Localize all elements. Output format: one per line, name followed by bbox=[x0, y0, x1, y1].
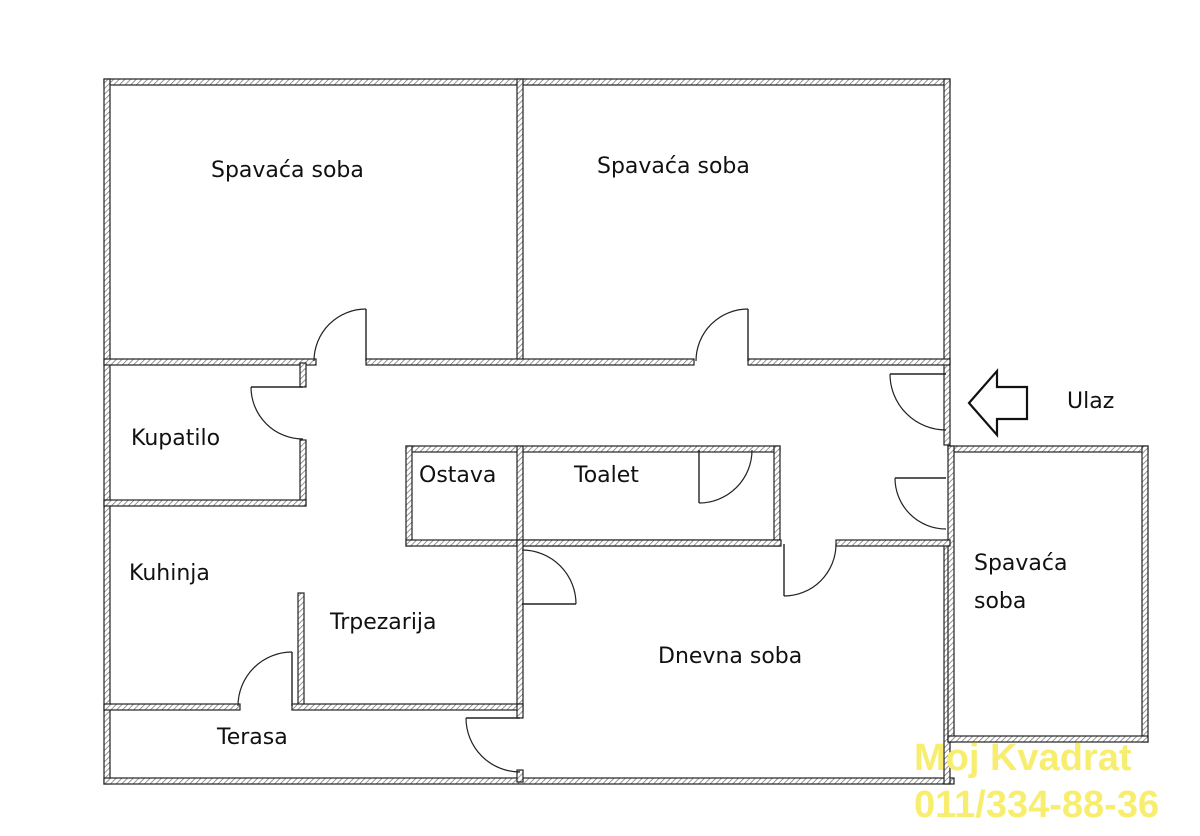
wall-bathroom-right bbox=[299, 362, 307, 388]
door-toilet bbox=[698, 449, 753, 504]
wall-terrace-right-lower bbox=[516, 769, 524, 783]
wall-terrace-top-left bbox=[103, 703, 241, 711]
wall-core-right bbox=[773, 445, 781, 547]
wall-core-left bbox=[405, 445, 413, 547]
wall-living-left bbox=[516, 539, 524, 711]
door-living-left bbox=[521, 549, 577, 605]
watermark-phone: 011/334-88-36 bbox=[914, 784, 1159, 826]
doors bbox=[237, 308, 947, 773]
wall-terrace-top-right bbox=[291, 703, 523, 711]
wall-bathroom-right-lower bbox=[299, 439, 307, 507]
room-label-toilet: Toalet bbox=[573, 463, 639, 488]
door-terrace-kitchen bbox=[237, 651, 293, 707]
wall-kitchen-dining bbox=[297, 592, 305, 710]
arrow-left-icon bbox=[967, 368, 1029, 438]
wall-bedrooms-bottom-left bbox=[103, 358, 317, 366]
room-label-storage: Ostava bbox=[419, 463, 496, 488]
room-label-bedroom-3-line1: Spavaća bbox=[974, 551, 1068, 576]
door-right-bedroom bbox=[894, 477, 947, 530]
door-living-top bbox=[783, 543, 837, 597]
wall-annex-bottom bbox=[947, 735, 1149, 743]
wall-outer-bottom bbox=[103, 777, 955, 785]
door-terrace-right bbox=[465, 717, 521, 773]
entrance-label: Ulaz bbox=[1067, 389, 1114, 414]
wall-bathroom-bottom bbox=[103, 499, 307, 507]
wall-core-divider bbox=[516, 445, 524, 547]
door-bathroom bbox=[250, 386, 304, 440]
wall-terrace-right bbox=[516, 703, 524, 719]
wall-annex-right bbox=[1141, 445, 1149, 743]
room-label-living: Dnevna soba bbox=[658, 644, 802, 669]
wall-core-top bbox=[405, 445, 781, 453]
wall-outer-top bbox=[103, 78, 951, 86]
door-bedroom-1 bbox=[313, 308, 367, 362]
room-label-bathroom: Kupatilo bbox=[131, 426, 220, 451]
wall-outer-left bbox=[103, 78, 111, 785]
wall-bedroom-divider bbox=[516, 78, 524, 366]
wall-outer-right-upper bbox=[943, 78, 951, 446]
watermark-name: Moj Kvadrat bbox=[914, 737, 1132, 779]
room-label-dining: Trpezarija bbox=[329, 610, 437, 635]
room-label-terrace: Terasa bbox=[216, 725, 288, 750]
walls bbox=[103, 78, 1149, 785]
wall-living-top-right bbox=[835, 539, 951, 547]
wall-living-top-left bbox=[516, 539, 782, 547]
wall-bedrooms-bottom-right bbox=[747, 358, 951, 366]
wall-bedrooms-bottom-mid bbox=[365, 358, 695, 366]
door-bedroom-2 bbox=[695, 308, 749, 362]
room-label-bedroom-2: Spavaća soba bbox=[597, 154, 750, 179]
room-label-kitchen: Kuhinja bbox=[129, 561, 210, 586]
door-entrance bbox=[889, 373, 947, 431]
watermark: Moj Kvadrat 011/334-88-36 bbox=[914, 737, 1159, 826]
room-labels: Spavaća soba Spavaća soba Spavaća soba K… bbox=[129, 154, 1114, 750]
wall-annex-left bbox=[947, 445, 955, 743]
room-label-bedroom-1: Spavaća soba bbox=[211, 158, 364, 183]
wall-annex-top bbox=[947, 445, 1149, 453]
room-label-bedroom-3-line2: soba bbox=[974, 589, 1026, 614]
